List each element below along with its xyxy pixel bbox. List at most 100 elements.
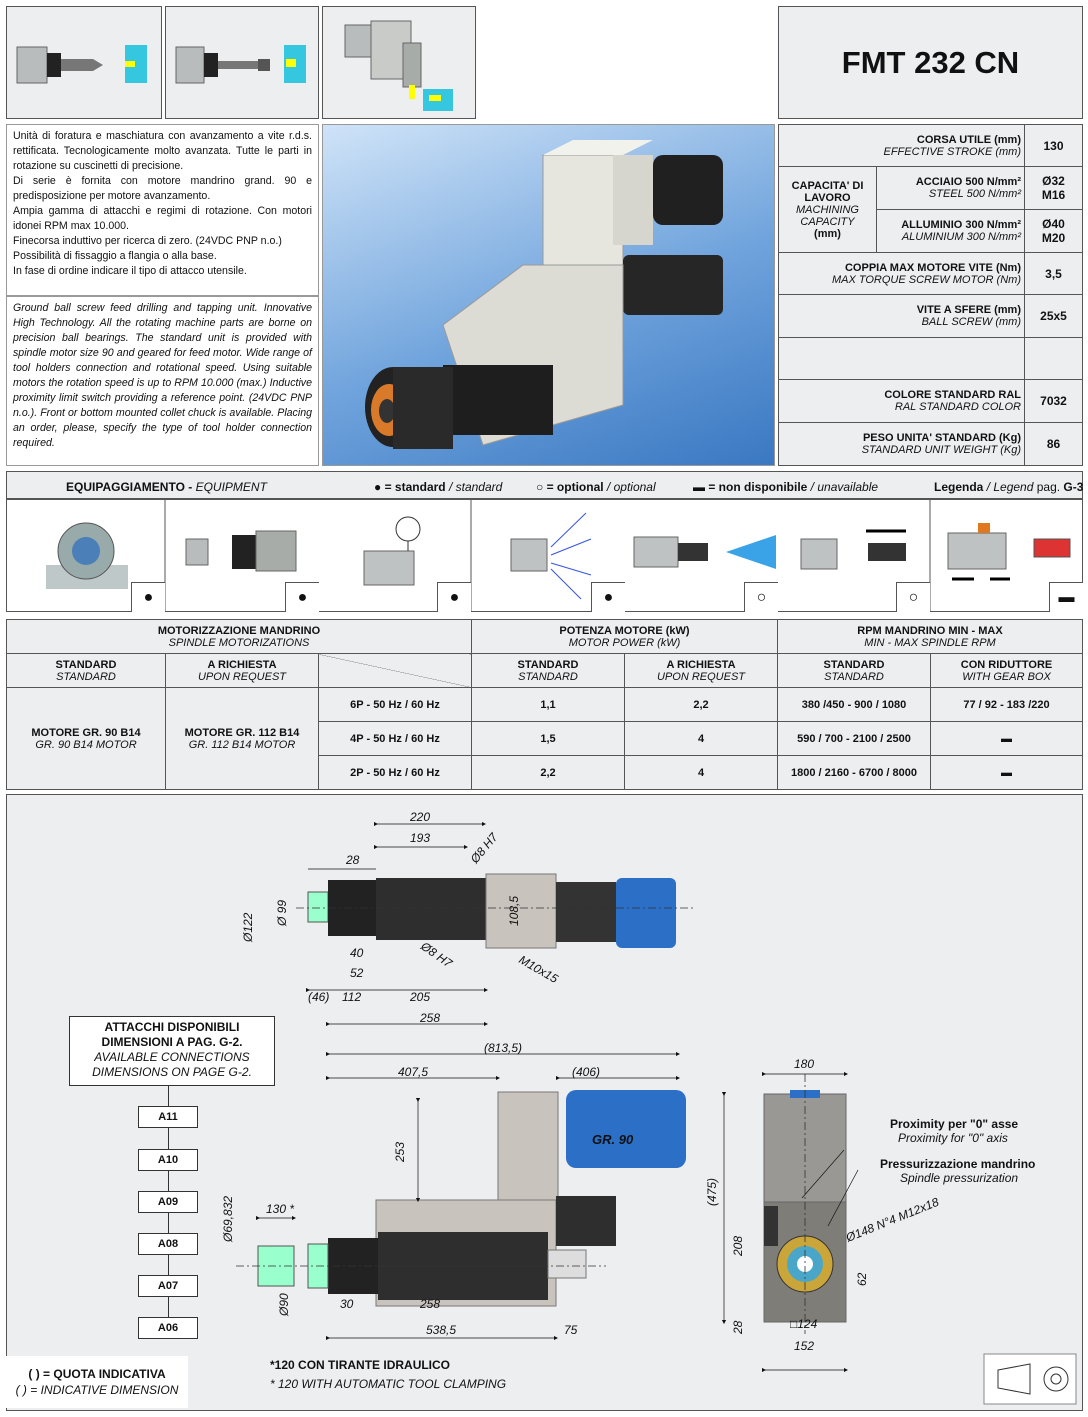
coupling-icon [185, 530, 297, 572]
dim-46: (46) [308, 990, 329, 1004]
attachment-a10: A10 [138, 1149, 198, 1171]
dim-220: 220 [409, 810, 430, 824]
dim-406: (406) [572, 1065, 600, 1079]
prox-label-it: Proximity per "0" asse [890, 1117, 1018, 1131]
press-label-it: Pressurizzazione mandrino [880, 1157, 1035, 1171]
attachment-a07: A07 [138, 1275, 198, 1297]
dim-258: 258 [419, 1011, 440, 1025]
spec-table: CORSA UTILE (mm)EFFECTIVE STROKE (mm) 13… [778, 123, 1083, 467]
mark-coolant: ● [591, 582, 625, 612]
through-coolant-icon [633, 535, 776, 569]
dim-62: 62 [855, 1272, 869, 1286]
dim-193: 193 [410, 831, 430, 845]
empty-row [778, 336, 1025, 380]
dim-258-side: 258 [419, 1297, 440, 1311]
weight-label: PESO UNITA' STANDARD (Kg)STANDARD UNIT W… [778, 421, 1025, 467]
attachment-a09: A09 [138, 1191, 198, 1213]
torque-label: COPPIA MAX MOTORE VITE (Nm)MAX TORQUE SC… [778, 252, 1025, 296]
thumb-drill [6, 6, 162, 119]
legend-standard: ● = standard / standard [374, 480, 503, 494]
legend-optional: ○ = optional / optional [536, 480, 656, 494]
description-it-text: Unità di foratura e maschiatura con avan… [13, 130, 312, 277]
motor-h2: POTENZA MOTORE (kW)MOTOR POWER (kW) [471, 619, 778, 654]
weight-value: 86 [1024, 421, 1083, 467]
dim-90: Ø90 [277, 1293, 291, 1317]
mark-clamp: ○ [896, 582, 930, 612]
dim-5385: 538,5 [426, 1323, 456, 1337]
thumb-tap [165, 6, 319, 119]
attachment-a06: A06 [138, 1317, 198, 1339]
equipment-icons [46, 499, 1071, 612]
dim-208: 208 [731, 1236, 745, 1257]
description-it: Unità di foratura e maschiatura con avan… [6, 124, 319, 296]
title-box: FMT 232 CN [778, 6, 1083, 119]
dim-152: 152 [794, 1339, 814, 1353]
dim-30: 30 [340, 1297, 354, 1311]
page-title: FMT 232 CN [841, 44, 1020, 80]
indicative-note: ( ) = QUOTA INDICATIVA ( ) = INDICATIVE … [6, 1356, 188, 1408]
color-value: 7032 [1024, 378, 1083, 423]
dim-8135: (813,5) [484, 1041, 522, 1055]
legend-page: Legenda / Legend pag. G-3 [934, 480, 1084, 494]
thumb-angle [322, 6, 476, 119]
attachments-note: ATTACCHI DISPONIBILI DIMENSIONI A PAG. G… [69, 1016, 275, 1086]
dim-1085: 108,5 [507, 896, 521, 926]
empty-value [1024, 336, 1083, 380]
dim-124: □124 [790, 1317, 818, 1331]
drill-unit-icon [16, 45, 147, 84]
dim-475: (475) [705, 1178, 719, 1206]
motor-size-label: GR. 90 [592, 1132, 634, 1147]
description-en: Ground ball screw feed drilling and tapp… [6, 296, 319, 466]
mark-coupling: ● [285, 582, 319, 612]
projection-symbol-icon [983, 1353, 1077, 1405]
dim-4075: 407,5 [398, 1065, 428, 1079]
attachment-a08: A08 [138, 1233, 198, 1255]
dial-gauge-icon [363, 516, 421, 586]
coolant-spray-icon [510, 512, 592, 600]
prox-label-en: Proximity for "0" axis [898, 1131, 1008, 1145]
dim-148: Ø148 N°4 M12x18 [843, 1195, 941, 1246]
technical-drawing: 220 193 28 Ø8 H7 Ø 99 108,5 40 52 Ø8 H7 … [221, 810, 1077, 1405]
stroke-label: CORSA UTILE (mm)EFFECTIVE STROKE (mm) [778, 123, 1025, 168]
dim-8h7-b: Ø8 H7 [417, 938, 455, 971]
angle-head-icon [344, 20, 453, 111]
mark-through-coolant: ○ [744, 582, 778, 612]
top-view [296, 873, 696, 949]
screw-label: VITE A SFERE (mm)BALL SCREW (mm) [778, 294, 1025, 338]
legend-unavailable: ▬ = non disponibile / unavailable [693, 480, 879, 494]
mark-sensor: ▬ [1049, 582, 1083, 612]
screw-value: 25x5 [1024, 294, 1083, 338]
description-en-text: Ground ball screw feed drilling and tapp… [13, 302, 312, 449]
tapping-unit-icon [175, 45, 306, 84]
feed-motor-sensor-icon [947, 523, 1071, 581]
torque-value: 3,5 [1024, 252, 1083, 296]
dim-253: 253 [393, 1142, 407, 1163]
dim-69832: Ø69,832 [221, 1196, 235, 1243]
mark-gauge: ● [437, 582, 471, 612]
equipment-title: EQUIPAGGIAMENTO - EQUIPMENT [66, 480, 267, 494]
tool-clamp-icon [800, 529, 906, 570]
mark-flange: ● [131, 582, 165, 612]
dim-99: Ø 99 [275, 900, 289, 927]
product-photo [322, 124, 775, 466]
dim-122: Ø122 [241, 912, 255, 943]
dim-52: 52 [350, 966, 364, 980]
flange-mount-icon [46, 522, 128, 589]
dim-75: 75 [564, 1323, 578, 1337]
attachment-a11: A11 [138, 1106, 198, 1128]
dim-112: 112 [342, 990, 361, 1004]
clamping-note: *120 CON TIRANTE IDRAULICO * 120 WITH AU… [270, 1358, 507, 1391]
end-view [763, 1074, 847, 1334]
dim-130: 130 * [266, 1202, 294, 1216]
side-view [236, 1090, 686, 1307]
press-label-en: Spindle pressurization [900, 1171, 1018, 1185]
spindle-unit-photo [365, 140, 723, 449]
equipment-header [6, 471, 1083, 499]
